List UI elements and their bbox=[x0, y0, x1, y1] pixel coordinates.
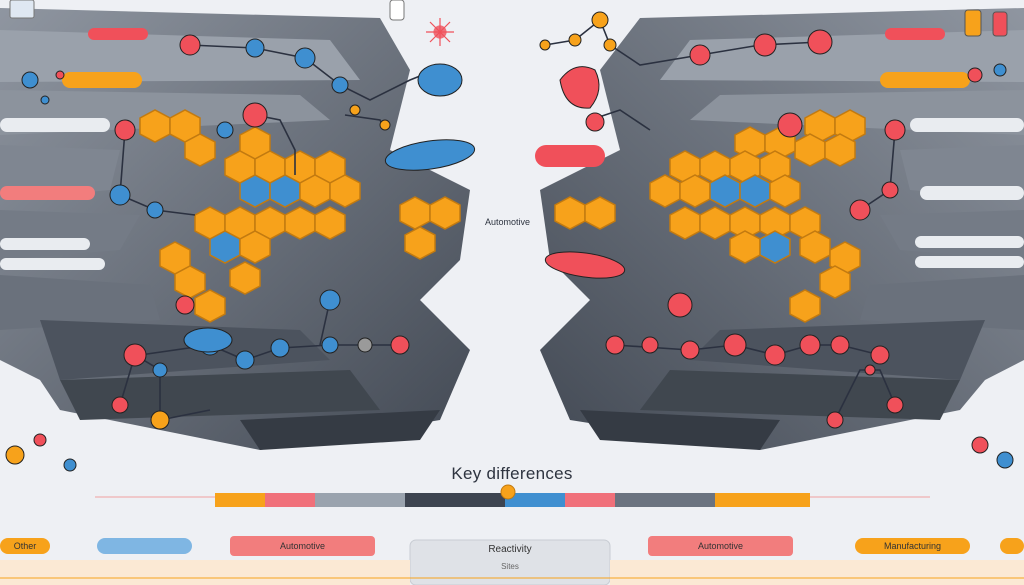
beaker-icon bbox=[9, 0, 405, 21]
bottom-label-far-left: Other bbox=[13, 541, 37, 551]
left-molecule-lobes bbox=[183, 63, 476, 353]
bottom-label-mid-right: Automotive bbox=[697, 541, 744, 551]
bottom-tab-strips bbox=[0, 560, 1024, 585]
bottom-label-mid-left: Automotive bbox=[279, 541, 326, 551]
right-label-strips bbox=[535, 28, 1024, 268]
left-slab-stack bbox=[0, 8, 470, 450]
right-slab-stack bbox=[540, 8, 1024, 450]
bottle-icon bbox=[964, 9, 1008, 37]
bottom-label-center-sub: Sites bbox=[501, 562, 519, 571]
page-title: Key differences bbox=[451, 464, 573, 483]
right-hex-cluster bbox=[554, 109, 866, 323]
sparkle-icon bbox=[426, 18, 454, 46]
right-atoms bbox=[539, 11, 1014, 469]
bottom-label-far-right: Manufacturing bbox=[883, 541, 942, 551]
bottom-pills bbox=[0, 536, 1024, 585]
right-molecule-lobes bbox=[544, 66, 626, 279]
side-label-left: Automotive bbox=[484, 217, 531, 227]
left-hex-cluster bbox=[139, 109, 461, 323]
left-label-strips bbox=[0, 28, 148, 270]
bottom-label-center: Reactivity bbox=[488, 544, 532, 555]
differences-bar bbox=[95, 484, 930, 507]
